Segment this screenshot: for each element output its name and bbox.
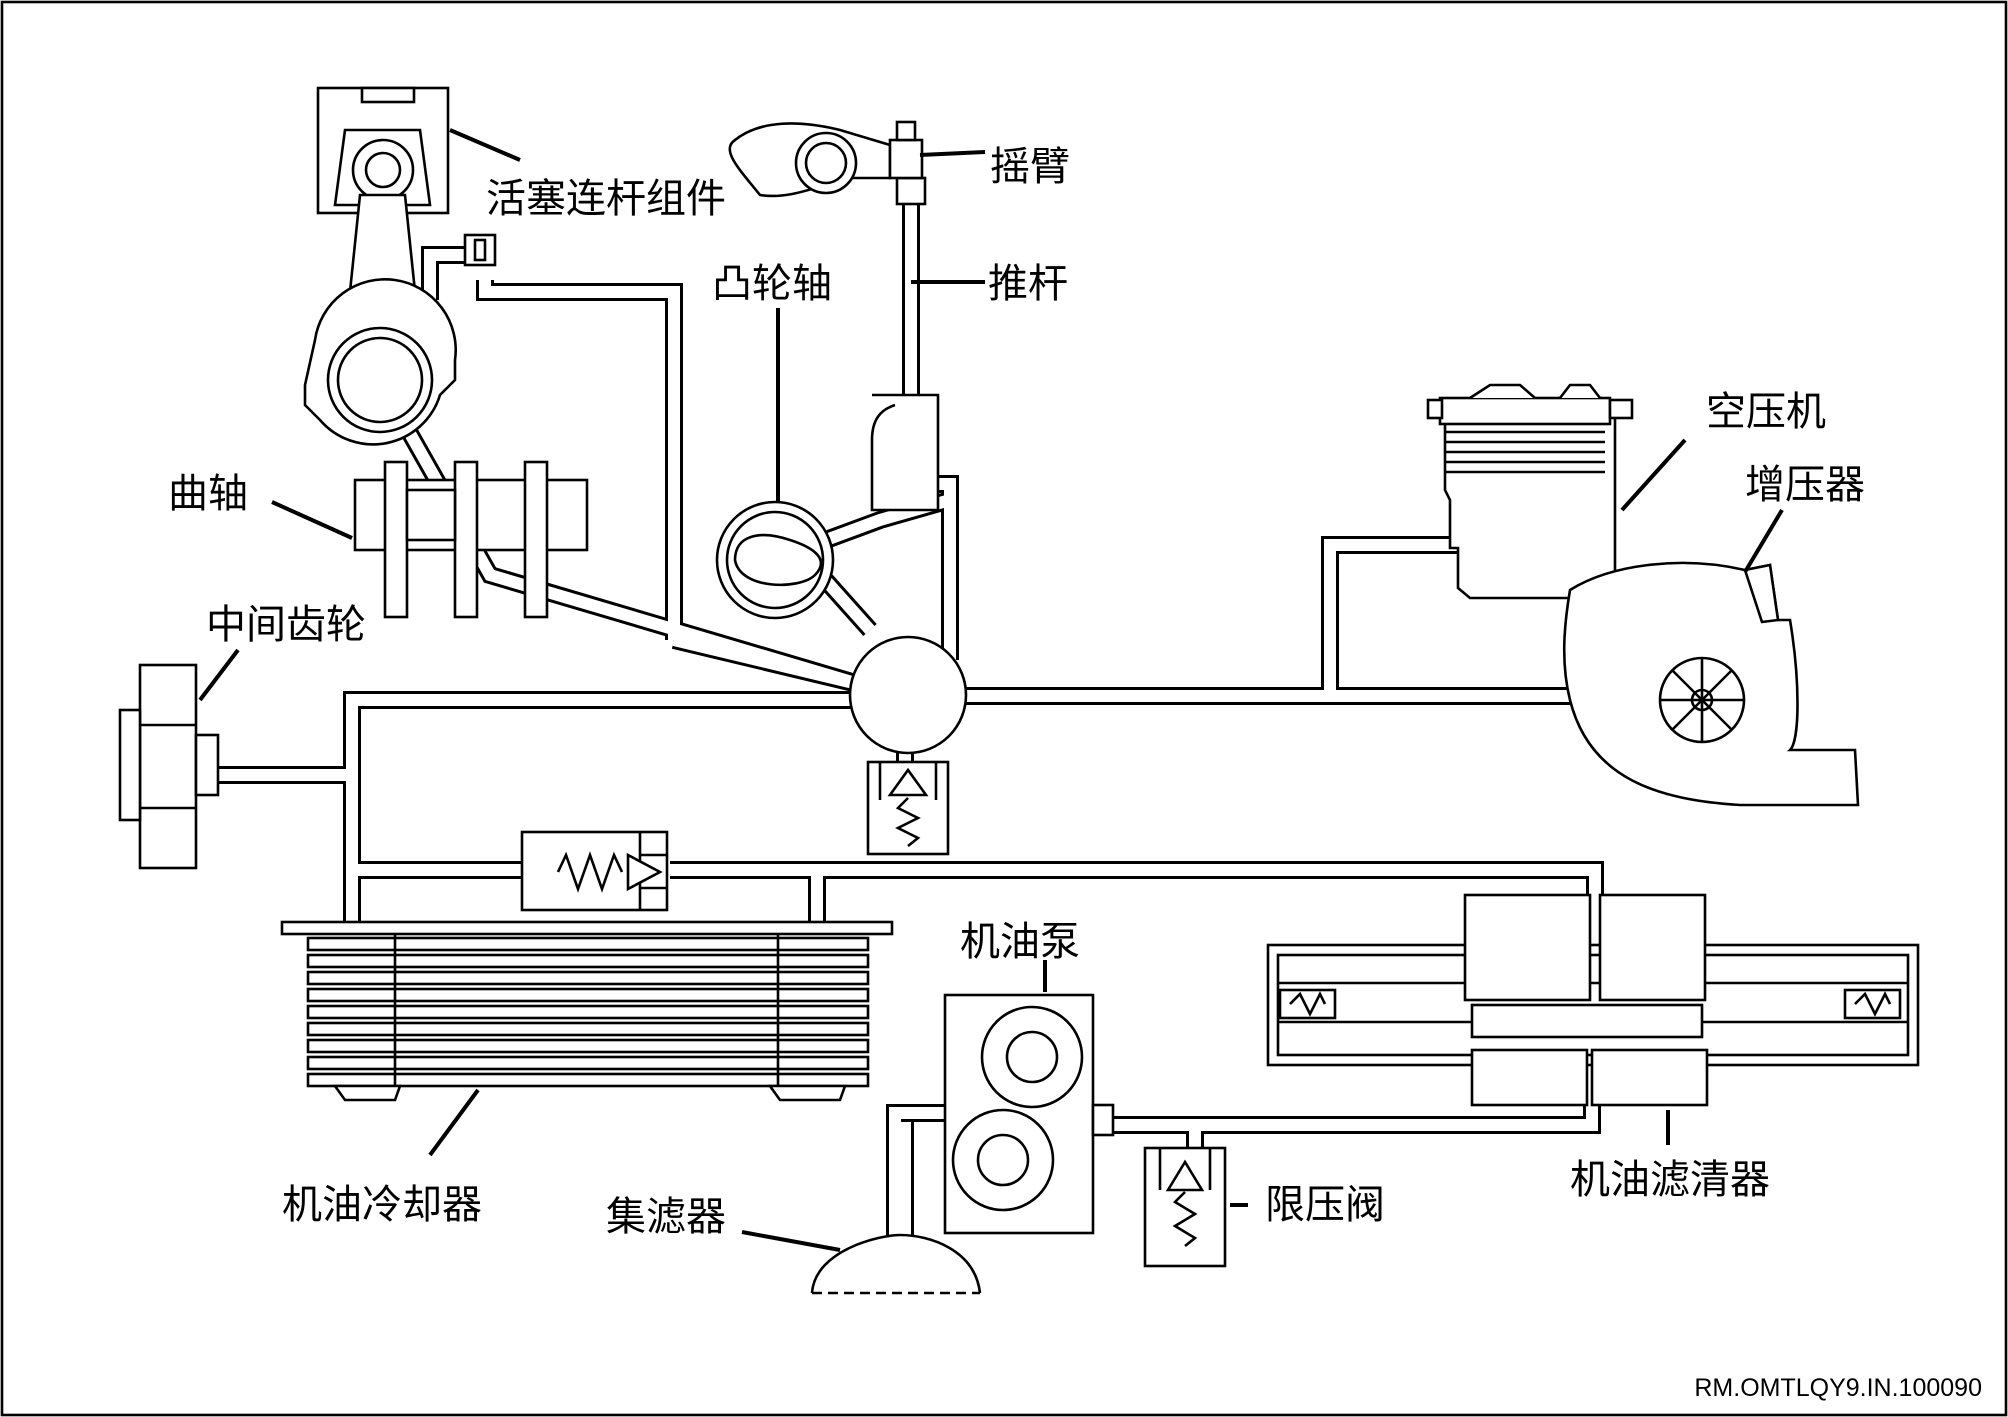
label-oil-strainer: 集滤器 [606,1194,726,1240]
label-air-compressor: 空压机 [1706,389,1826,435]
pressure-relief-valve [1143,1146,1227,1268]
rocker-arm [728,120,924,198]
piston-connecting-rod-assembly [303,86,497,446]
label-turbocharger: 增压器 [1745,462,1865,508]
label-pushrod: 推杆 [988,261,1068,307]
pushrod [895,176,927,206]
label-oil-filter: 机油滤清器 [1570,1157,1770,1203]
idler-gear [118,663,220,870]
label-oil-pump: 机油泵 [960,919,1080,965]
gallery-check-valve [866,760,950,856]
air-compressor [1426,383,1634,600]
label-camshaft: 凸轮轴 [712,261,832,307]
figure-code: RM.OMTLQY9.IN.100090 [1694,1374,1982,1402]
crankshaft [353,460,589,619]
oil-filter [1266,893,1920,1107]
bypass-valve [520,830,669,912]
oil-passages [210,175,1604,1238]
label-relief-valve: 限压阀 [1265,1182,1385,1228]
valve-tappet [870,393,940,512]
turbocharger [1562,561,1860,807]
oil-cooler [280,920,894,1102]
main-oil-gallery [848,635,968,755]
camshaft [715,500,835,620]
label-rocker-arm: 摇臂 [990,144,1070,190]
label-idler-gear: 中间齿轮 [206,602,366,648]
oil-pump [943,993,1115,1235]
label-piston-rod-assembly: 活塞连杆组件 [486,176,726,222]
oil-strainer [810,1233,982,1295]
label-oil-cooler: 机油冷却器 [282,1182,482,1228]
leader-lines [198,128,1784,1252]
label-crankshaft: 曲轴 [168,471,248,517]
